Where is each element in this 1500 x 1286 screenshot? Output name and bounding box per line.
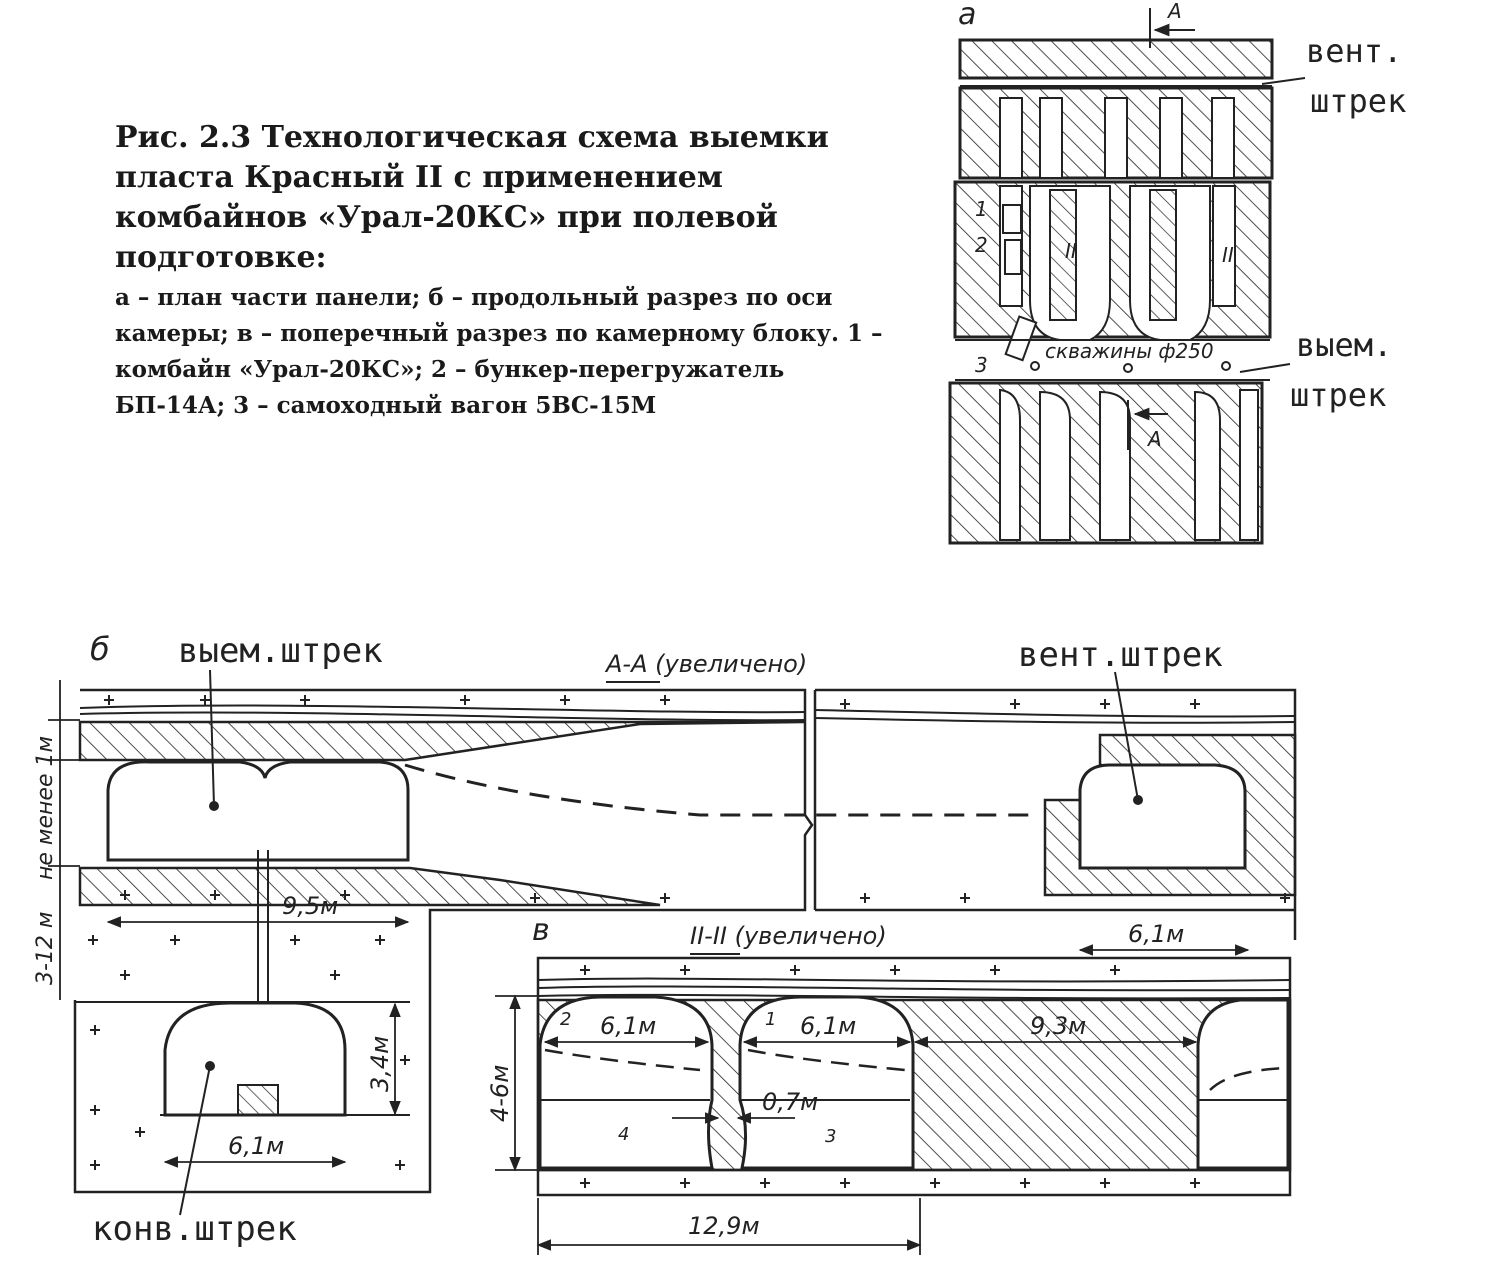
ore-pass-bin bbox=[237, 1084, 279, 1116]
section-b-extraction-label: выем.штрек bbox=[178, 631, 383, 671]
section-v-num-1: 1 bbox=[765, 1009, 776, 1030]
bunker-symbol bbox=[1004, 239, 1022, 275]
extraction-drift-label-2: штрек bbox=[1290, 376, 1386, 414]
conveyor-leader bbox=[179, 1065, 211, 1216]
caption-title: Рис. 2.3 Технологическая схема выемки пл… bbox=[115, 120, 829, 275]
extraction-leader bbox=[209, 669, 215, 807]
extraction-drift-label-1: выем. bbox=[1296, 326, 1392, 364]
vent-drift-label-2: штрек bbox=[1310, 82, 1406, 120]
section-b-conveyor-label: конв.штрек bbox=[92, 1209, 297, 1249]
dim-4-6m: 4-6м bbox=[486, 1065, 514, 1122]
figure-caption: Рис. 2.3 Технологическая схема выемки пл… bbox=[115, 118, 885, 424]
vent-leader-line bbox=[1261, 77, 1306, 85]
section-b-letter: б bbox=[90, 630, 110, 668]
plan-letter: а bbox=[958, 0, 976, 32]
plan-num-2: 2 bbox=[975, 233, 988, 257]
wells-label: скважины ф250 bbox=[1045, 339, 1214, 363]
chamber-dashed-outline bbox=[404, 763, 1040, 817]
dim-min-1m: не менее 1м bbox=[33, 736, 58, 880]
well-marker bbox=[1030, 361, 1040, 371]
wagon-symbol bbox=[1004, 315, 1038, 362]
section-mark-bottom: А bbox=[1146, 427, 1162, 451]
cross-section-v: в II-II (увеличено) 4-6м 6,1м 6,1м 9,3м bbox=[486, 913, 1292, 1255]
floor-coal-wedge bbox=[78, 866, 661, 907]
chamber-3 bbox=[1196, 998, 1290, 1170]
vent-leader bbox=[1114, 671, 1139, 801]
dim-6-1m-vent: 6,1м bbox=[1128, 920, 1184, 948]
dim-total: 12,9м bbox=[688, 1212, 760, 1240]
rock-symbols-b bbox=[88, 695, 1290, 1170]
plan-roman-right: II bbox=[1222, 243, 1234, 267]
extraction-drift-chamber bbox=[106, 760, 410, 862]
extraction-leader-line bbox=[1239, 363, 1291, 373]
dim-3-12m: 3-12 м bbox=[33, 911, 58, 985]
dim-cell-2: 6,1м bbox=[800, 1012, 856, 1040]
section-b-vent-label: вент.штрек bbox=[1018, 635, 1223, 675]
section-v-letter: в bbox=[532, 913, 550, 948]
vent-drift-chamber bbox=[1078, 763, 1247, 870]
section-mark-top: А bbox=[1166, 0, 1182, 23]
combine-symbol bbox=[1002, 204, 1022, 234]
section-v-num-3: 3 bbox=[825, 1126, 836, 1147]
section-b-outline-left bbox=[73, 688, 814, 1194]
well-marker bbox=[1123, 363, 1133, 373]
dim-cell-1: 6,1м bbox=[600, 1012, 656, 1040]
dim-gap: 0,7м bbox=[762, 1088, 818, 1116]
plan-num-3: 3 bbox=[975, 353, 988, 377]
plan-num-1: 1 bbox=[975, 197, 988, 221]
dim-9-5m: 9,5м bbox=[282, 892, 338, 920]
roof-coal-wedge bbox=[78, 720, 806, 762]
vent-drift-label-1: вент. bbox=[1306, 32, 1402, 70]
vent-drift-band bbox=[958, 38, 1274, 80]
longitudinal-section-b: б выем.штрек вент.штрек А-А (увеличено) bbox=[33, 630, 1297, 1249]
caption-body: а – план части панели; б – продольный ра… bbox=[115, 284, 883, 419]
dim-6-1m-conveyor: 6,1м bbox=[228, 1132, 284, 1160]
well-marker bbox=[1221, 361, 1231, 371]
section-b-title: А-А (увеличено) bbox=[604, 650, 807, 678]
dim-3-4m: 3,4м bbox=[366, 1036, 394, 1092]
plan-view-a: а А 1 2 II II 3 bbox=[948, 0, 1406, 545]
section-v-num-4: 4 bbox=[618, 1124, 629, 1145]
section-v-title: II-II (увеличено) bbox=[690, 922, 887, 950]
section-v-num-2: 2 bbox=[560, 1009, 571, 1030]
rock-symbols-v bbox=[580, 965, 1200, 1188]
plan-roman-left: II bbox=[1065, 239, 1077, 263]
dim-pillar: 9,3м bbox=[1030, 1012, 1086, 1040]
